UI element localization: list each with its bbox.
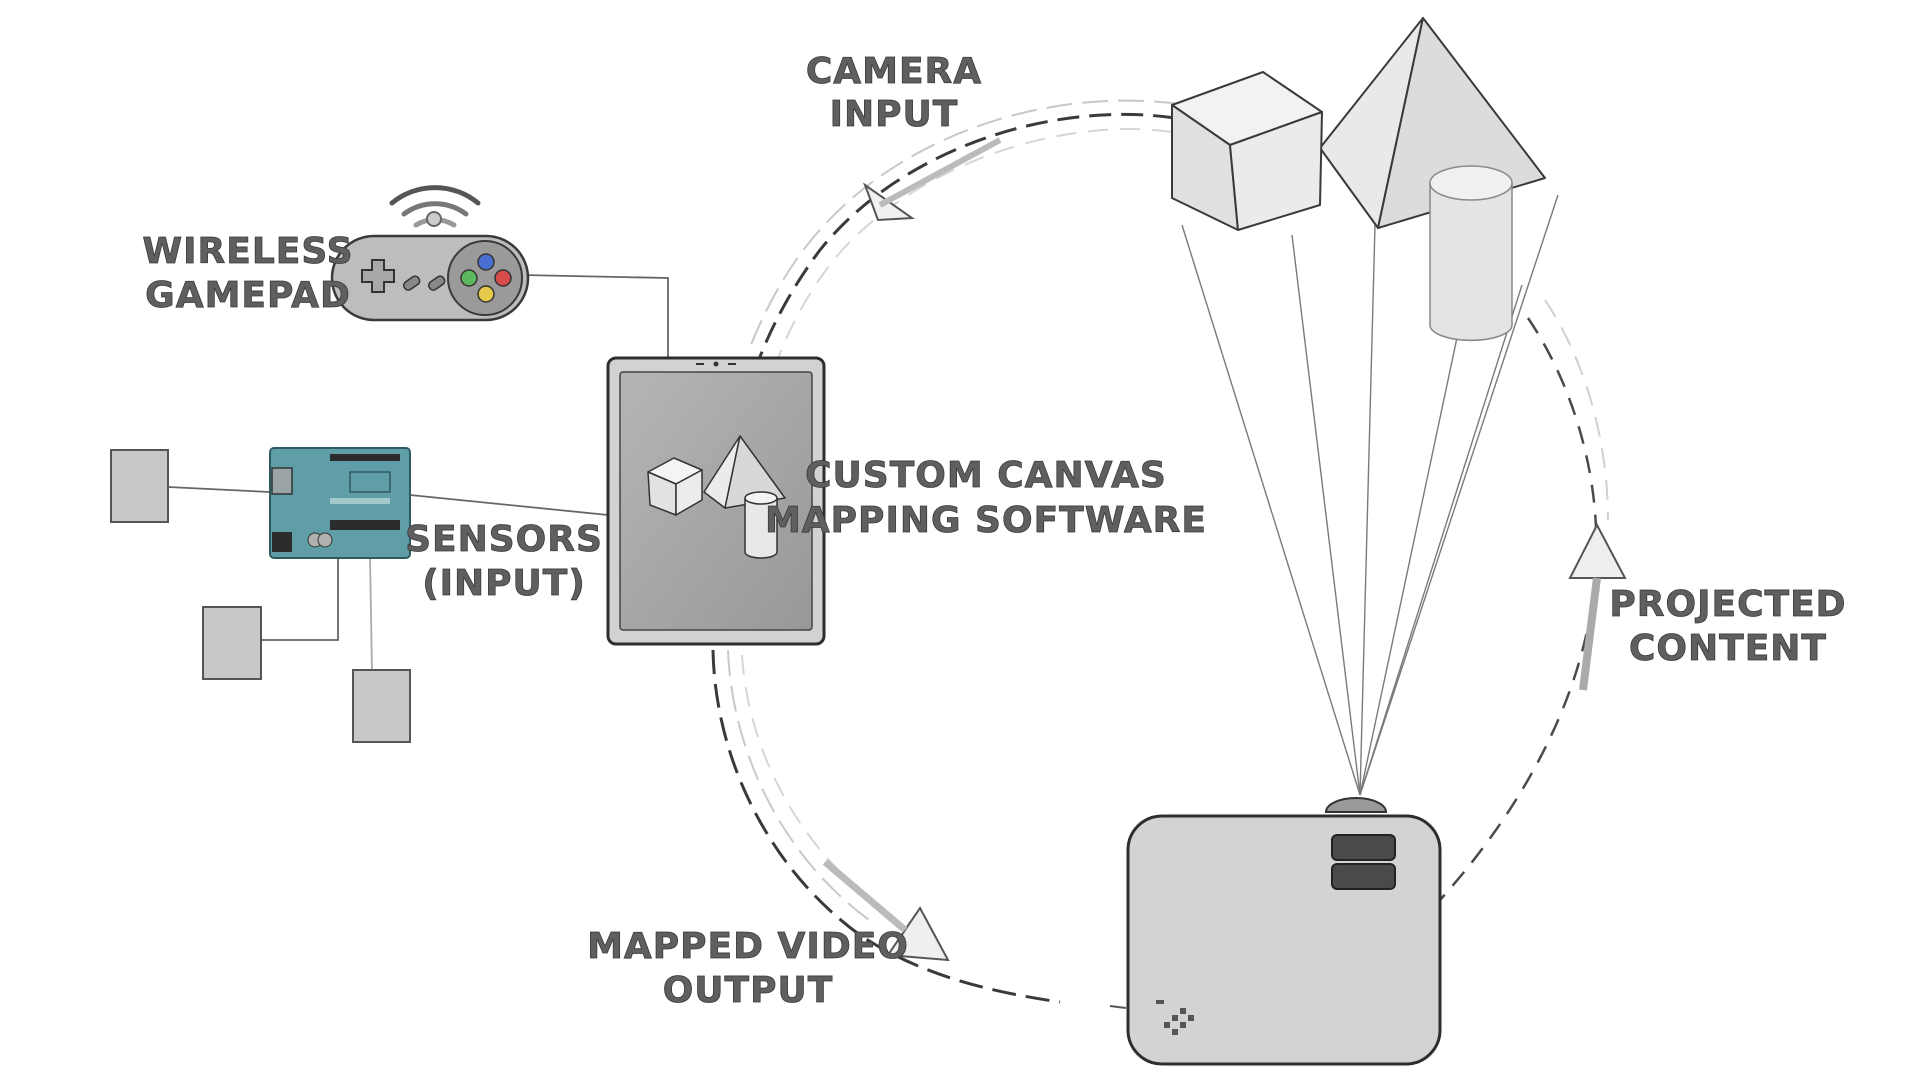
cylinder-shape	[1429, 165, 1513, 342]
gamepad-button-red	[494, 269, 512, 287]
tablet-icon[interactable]	[606, 356, 826, 646]
tablet-screen-shapes	[647, 435, 786, 559]
wireless-signal-icon	[389, 185, 481, 228]
projected-content-label: CONTENT	[1629, 628, 1827, 669]
cube-shape	[1171, 71, 1323, 231]
projection-beams	[1181, 194, 1559, 796]
gamepad-button-blue	[477, 253, 495, 271]
mapped-video-label: OUTPUT	[663, 970, 834, 1011]
arduino-board-icon[interactable]	[269, 447, 411, 559]
projector-icon[interactable]	[1126, 797, 1442, 1066]
mapping-software-label: MAPPING SOFTWARE	[765, 500, 1207, 541]
mapped-video-label: MAPPED VIDEO	[587, 926, 909, 967]
connection-wires	[167, 274, 669, 673]
wireless-gamepad-label: WIRELESS	[142, 231, 353, 272]
sensors-label: SENSORS	[405, 519, 603, 560]
projected-arrow-icon	[1568, 522, 1627, 579]
projected-content-label: PROJECTED	[1609, 584, 1846, 625]
sensor-icon	[202, 606, 262, 680]
video-arrow-icon	[886, 906, 950, 962]
diagram-labels: CAMERA INPUT WIRELESS GAMEPAD CUSTOM CAN…	[142, 51, 1846, 1012]
gamepad-button-yellow	[477, 285, 495, 303]
camera-input-loop	[747, 99, 1181, 365]
wireless-gamepad-label: GAMEPAD	[145, 275, 351, 316]
sensors	[110, 449, 411, 743]
camera-input-label: CAMERA	[806, 51, 982, 92]
sensor-icon	[110, 449, 169, 523]
gamepad-icon[interactable]	[330, 234, 530, 322]
sensors-label: (INPUT)	[422, 563, 586, 604]
projected-content-loop	[1439, 299, 1627, 901]
projected-shapes	[1171, 17, 1546, 342]
sensor-icon	[352, 669, 411, 743]
video-output-loop	[711, 649, 1127, 1009]
camera-input-label: INPUT	[830, 94, 959, 135]
mapping-software-label: CUSTOM CANVAS	[805, 455, 1167, 496]
gamepad-button-green	[460, 269, 478, 287]
